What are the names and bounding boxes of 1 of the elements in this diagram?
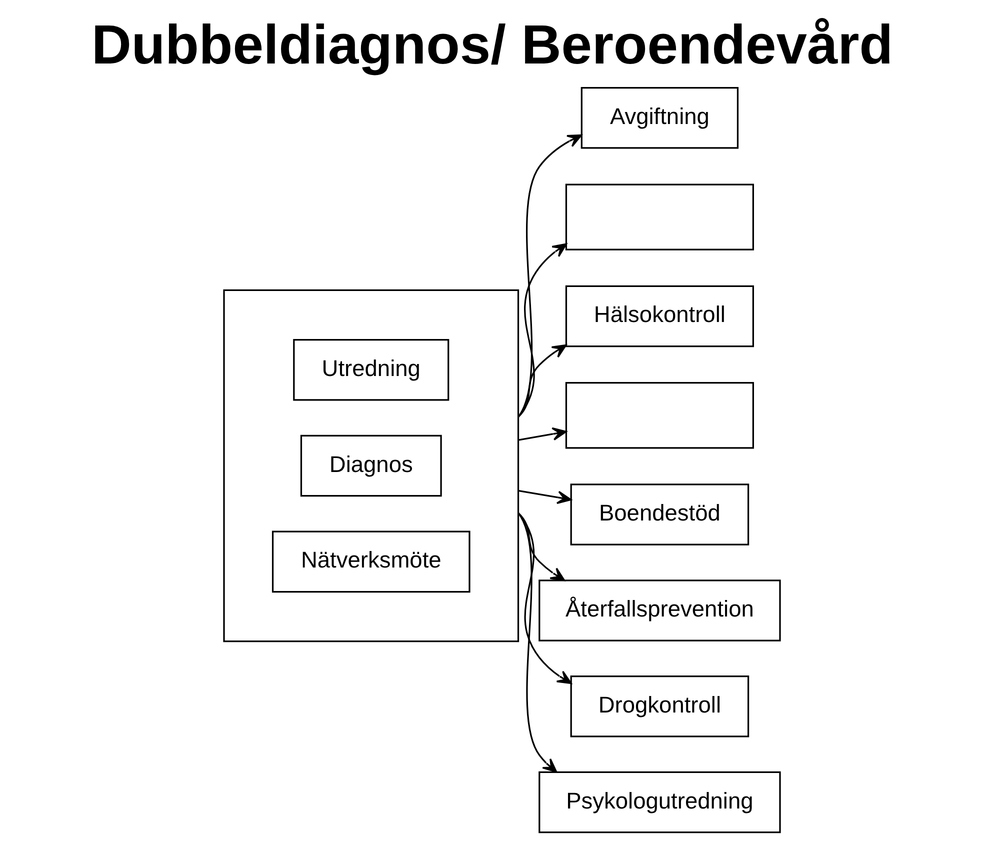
diagram-title: Dubbeldiagnos/ Beroendevård	[91, 14, 893, 76]
